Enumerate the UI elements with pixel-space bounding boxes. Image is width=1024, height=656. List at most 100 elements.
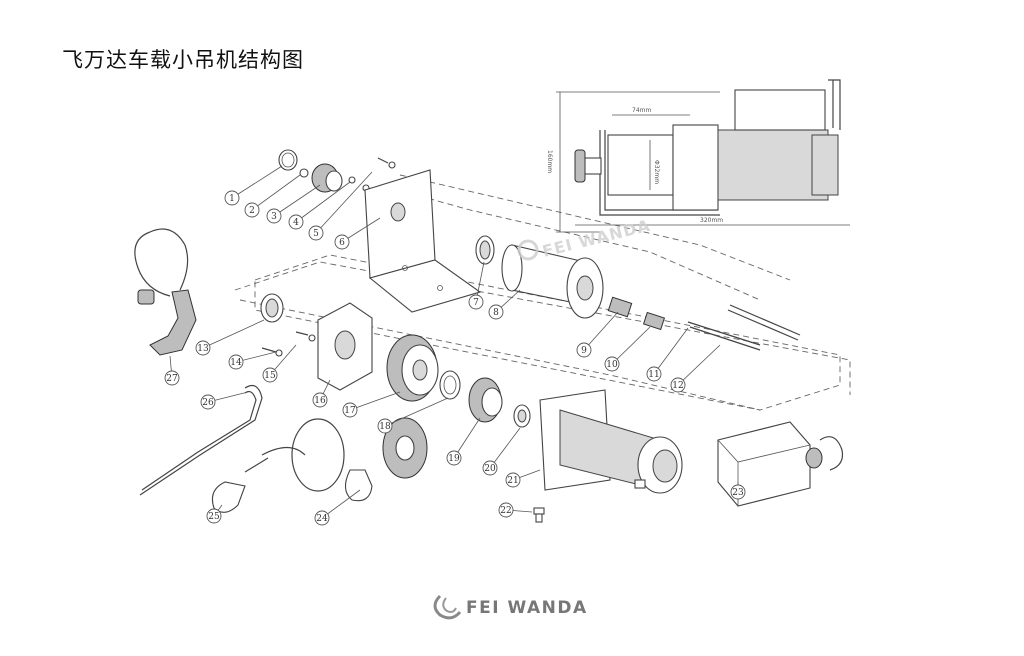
part-7-bushing bbox=[475, 235, 495, 265]
callout-number-17: 17 bbox=[344, 406, 356, 416]
part-18-ring bbox=[439, 370, 461, 400]
callout-leader-17 bbox=[349, 391, 401, 411]
part-21-motor bbox=[539, 389, 683, 494]
callout-circle-6 bbox=[334, 234, 350, 250]
inset-drawing: 74mm 160mm 320mm Φ32mm bbox=[546, 79, 850, 233]
part-14-15-screws bbox=[261, 331, 316, 357]
callout-number-12: 12 bbox=[672, 381, 683, 391]
part-9-10-shafts bbox=[607, 296, 801, 351]
part-23-control-box bbox=[717, 421, 844, 507]
callout-leader-11 bbox=[653, 327, 689, 375]
callout-leader-1 bbox=[231, 165, 283, 199]
callout-number-23: 23 bbox=[732, 488, 744, 498]
part-19-planet-gear bbox=[468, 377, 503, 423]
part-1-ring bbox=[278, 149, 298, 171]
callout-number-25: 25 bbox=[208, 512, 220, 522]
inset-dim-top: 74mm bbox=[632, 107, 651, 114]
callout-leader-9 bbox=[583, 311, 619, 351]
part-16-endplate bbox=[317, 302, 373, 391]
callout-number-4: 4 bbox=[293, 218, 299, 228]
callout-leader-2 bbox=[251, 174, 301, 211]
part-25-hook bbox=[211, 446, 306, 513]
callout-circle-21 bbox=[505, 472, 521, 488]
callout-number-10: 10 bbox=[606, 360, 618, 370]
callout-leader-4 bbox=[295, 181, 351, 223]
callout-number-19: 19 bbox=[448, 454, 460, 464]
part-4-5-screws bbox=[348, 157, 396, 192]
inset-dim-total: 320mm bbox=[700, 217, 723, 224]
callout-number-7: 7 bbox=[473, 298, 479, 308]
part-27-remote bbox=[134, 228, 197, 356]
callout-number-1: 1 bbox=[229, 194, 235, 204]
callout-leader-18 bbox=[384, 397, 449, 427]
callout-group: 1234567891011121314151617181920212223242… bbox=[164, 165, 746, 526]
callout-circle-8 bbox=[488, 304, 504, 320]
callout-leader-5 bbox=[315, 171, 373, 234]
callout-circle-1 bbox=[224, 190, 240, 206]
callout-circle-9 bbox=[576, 342, 592, 358]
callout-circle-27 bbox=[164, 370, 180, 386]
callout-number-20: 20 bbox=[484, 464, 496, 474]
callout-circle-10 bbox=[604, 356, 620, 372]
callout-number-15: 15 bbox=[264, 371, 276, 381]
callout-number-9: 9 bbox=[581, 346, 587, 356]
callout-circle-3 bbox=[266, 208, 282, 224]
callout-number-8: 8 bbox=[493, 308, 499, 318]
callout-leader-24 bbox=[321, 489, 361, 519]
callout-number-26: 26 bbox=[202, 398, 214, 408]
inset-dim-height: 160mm bbox=[546, 150, 553, 173]
watermark-text: FEI WANDA bbox=[540, 216, 652, 261]
callout-leader-12 bbox=[677, 344, 721, 386]
part-17-gear bbox=[386, 334, 439, 402]
inset-dim-diameter: Φ32mm bbox=[653, 160, 660, 184]
callout-leader-6 bbox=[341, 217, 381, 243]
callout-circle-5 bbox=[308, 225, 324, 241]
callout-leader-10 bbox=[611, 326, 651, 365]
callout-circle-18 bbox=[377, 418, 393, 434]
part-24-pulley bbox=[291, 417, 428, 502]
part-2-nut bbox=[299, 168, 309, 178]
callout-number-27: 27 bbox=[166, 374, 178, 384]
page-title: 飞万达车载小吊机结构图 bbox=[62, 48, 304, 72]
callout-circle-17 bbox=[342, 402, 358, 418]
brand-swirl-icon bbox=[433, 594, 462, 620]
callout-circle-7 bbox=[468, 294, 484, 310]
callout-number-14: 14 bbox=[230, 358, 242, 368]
callout-circle-20 bbox=[482, 460, 498, 476]
callout-circle-24 bbox=[314, 510, 330, 526]
callout-number-3: 3 bbox=[271, 212, 277, 222]
part-20-bearing bbox=[513, 404, 531, 428]
callout-circle-22 bbox=[498, 502, 514, 518]
callout-leader-19 bbox=[453, 417, 481, 459]
callout-leader-3 bbox=[273, 184, 321, 217]
callout-number-5: 5 bbox=[313, 229, 319, 239]
callout-circle-16 bbox=[312, 392, 328, 408]
callout-number-18: 18 bbox=[379, 422, 391, 432]
callout-circle-12 bbox=[670, 377, 686, 393]
callout-number-6: 6 bbox=[339, 238, 345, 248]
callout-leader-20 bbox=[489, 427, 521, 469]
callout-number-24: 24 bbox=[316, 514, 328, 524]
callout-circle-15 bbox=[262, 367, 278, 383]
part-13-seal bbox=[260, 293, 284, 323]
callout-circle-19 bbox=[446, 450, 462, 466]
callout-circle-25 bbox=[206, 508, 222, 524]
brand-name: FEI WANDA bbox=[466, 598, 588, 618]
callout-number-13: 13 bbox=[197, 344, 209, 354]
callout-number-2: 2 bbox=[249, 206, 255, 216]
part-22-bolt bbox=[533, 507, 545, 523]
callout-circle-23 bbox=[730, 484, 746, 500]
callout-circle-14 bbox=[228, 354, 244, 370]
callout-circle-11 bbox=[646, 366, 662, 382]
callout-number-22: 22 bbox=[500, 506, 511, 516]
callout-leader-13 bbox=[202, 319, 265, 349]
callout-number-16: 16 bbox=[314, 396, 326, 406]
part-3-knob bbox=[311, 163, 343, 193]
callout-circle-13 bbox=[195, 340, 211, 356]
callout-number-11: 11 bbox=[648, 370, 659, 380]
brand-logo: FEI WANDA bbox=[433, 594, 588, 620]
part-6-bracket bbox=[364, 169, 482, 313]
callout-circle-4 bbox=[288, 214, 304, 230]
callout-number-21: 21 bbox=[507, 476, 518, 486]
